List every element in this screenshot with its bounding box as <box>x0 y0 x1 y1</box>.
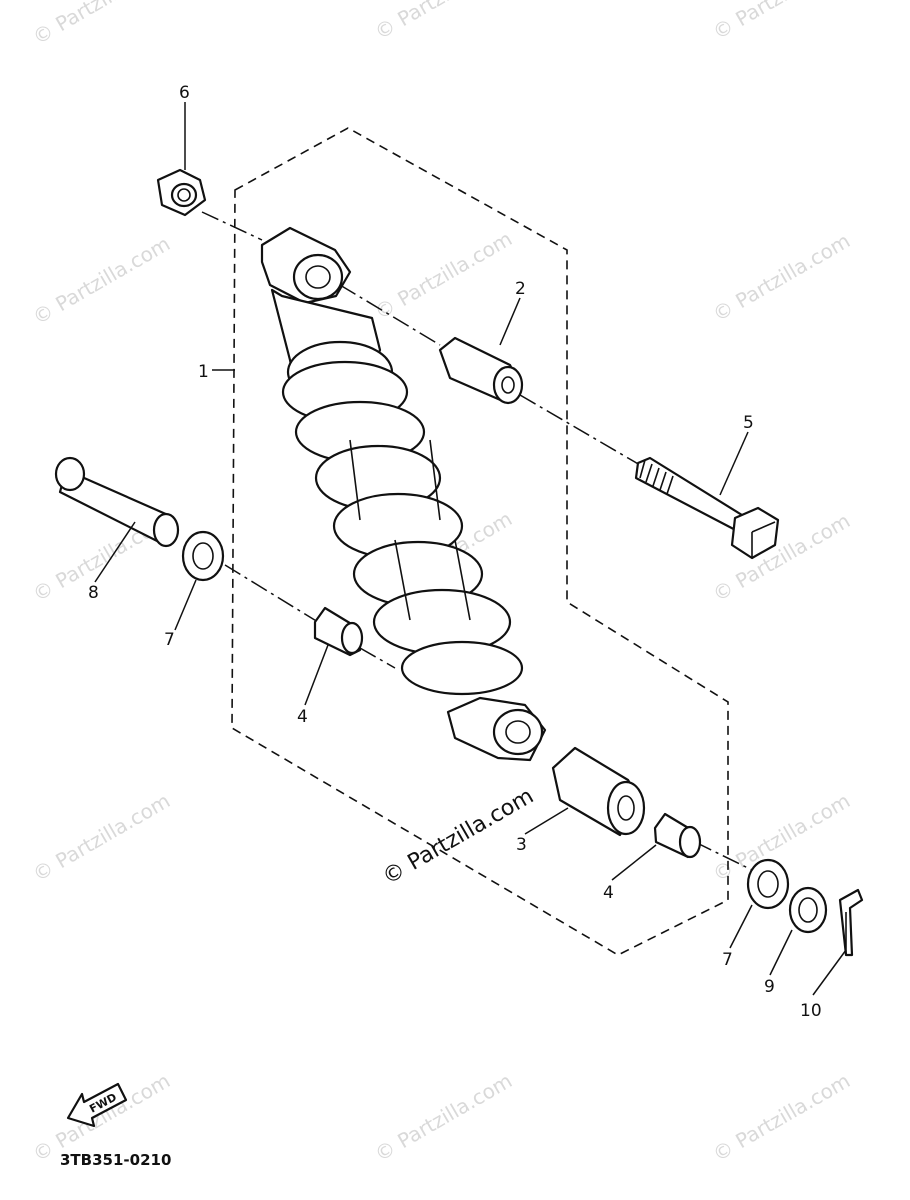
watermark-text: © Partzilla.com <box>29 0 175 49</box>
watermark-text: © Partzilla.com <box>709 0 855 44</box>
callout-5: 5 <box>743 413 754 433</box>
watermark-text: © Partzilla.com <box>371 226 517 324</box>
pin-part-8 <box>54 456 180 548</box>
shock-absorber-part-1 <box>260 226 547 762</box>
callout-4-lower: 4 <box>603 883 614 903</box>
callout-4-upper: 4 <box>297 707 308 727</box>
callout-7-right: 7 <box>722 950 733 970</box>
axis-lines <box>201 211 753 871</box>
nut-part-6 <box>156 168 207 217</box>
assembly-boundary <box>231 127 729 956</box>
watermark-text: © Partzilla.com <box>29 231 175 329</box>
callout-2: 2 <box>515 279 526 299</box>
watermark-text: © Partzilla.com <box>371 1068 517 1166</box>
watermark-text: © Partzilla.com <box>709 228 855 326</box>
collar-part-2 <box>438 336 524 405</box>
washer-part-9 <box>788 886 828 934</box>
leader-lines <box>94 102 847 996</box>
watermark-text: © Partzilla.com <box>29 788 175 886</box>
callout-8: 8 <box>88 583 99 603</box>
washer-part-7-left <box>181 530 225 582</box>
collar-part-3 <box>551 746 646 837</box>
callout-3: 3 <box>516 835 527 855</box>
watermark-text: © Partzilla.com <box>371 0 517 44</box>
watermark-center: © Partzilla.com <box>379 784 539 891</box>
washer-part-7-right <box>746 858 790 910</box>
bolt-part-5 <box>634 456 780 560</box>
bushing-part-4-lower <box>653 812 702 859</box>
callout-6: 6 <box>179 83 190 103</box>
callout-7-left: 7 <box>164 630 175 650</box>
cotter-pin-part-10 <box>838 888 864 957</box>
callout-9: 9 <box>764 977 775 997</box>
callout-labels: 6 2 1 5 8 7 4 3 4 7 9 10 <box>88 83 822 1021</box>
callout-1: 1 <box>198 362 209 382</box>
diagram-code: 3TB351-0210 <box>60 1151 171 1169</box>
watermark-text: © Partzilla.com <box>709 1068 855 1166</box>
bushing-part-4-upper <box>313 606 364 657</box>
callout-10: 10 <box>800 1001 822 1021</box>
